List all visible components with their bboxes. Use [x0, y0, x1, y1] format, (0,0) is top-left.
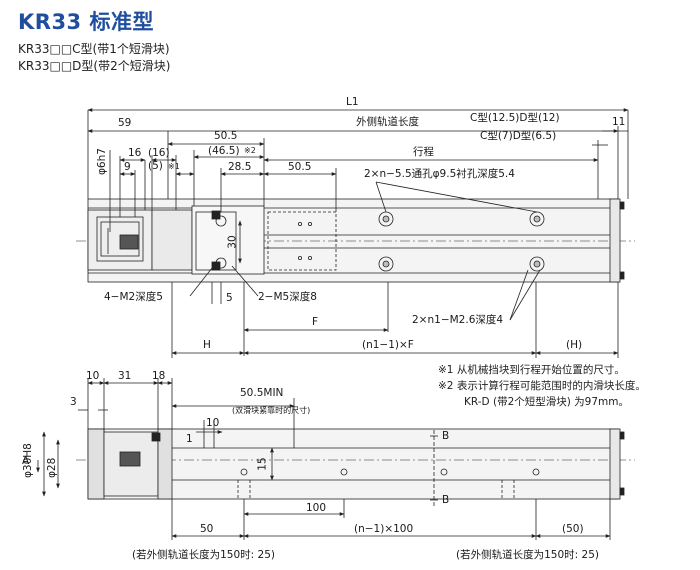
dim-n100: (n−1)×100 — [354, 523, 414, 535]
dim-phi28: φ28 — [46, 457, 58, 478]
section-B-top: B — [442, 430, 450, 442]
footnote-left: (若外侧轨道长度为150时: 25) — [132, 549, 275, 561]
dim-phi30: φ30H8 — [22, 443, 34, 478]
dim-stroke: 行程 — [413, 146, 434, 158]
dim-H: H — [203, 339, 211, 351]
dim-50-5min: 50.5MIN — [240, 387, 284, 399]
dim-50: 50 — [200, 523, 214, 535]
dim-L1: L1 — [346, 96, 359, 108]
dim-9: 9 — [124, 161, 131, 173]
dim-30: 30 — [226, 235, 239, 249]
front-view-body — [87, 428, 619, 500]
footnote-right: (若外侧轨道长度为150时: 25) — [456, 549, 599, 561]
note-3: KR-D (带2个短型滑块) 为97mm。 — [464, 396, 629, 408]
dim-1: 1 — [186, 433, 193, 445]
holes-note: 2×n−5.5通孔φ9.5衬孔深度5.4 — [364, 168, 515, 180]
mark-1: ※1 — [168, 162, 180, 171]
dim-16: 16 — [128, 147, 142, 159]
dim-phi6h7: φ6h7 — [96, 148, 108, 175]
dim-28-5: 28.5 — [228, 161, 252, 173]
variant-d-label: KR33□□D型(带2个短滑块) — [18, 59, 171, 73]
dim-50p: (50) — [562, 523, 584, 535]
dim-46-5: (46.5) — [208, 145, 240, 157]
dim-10b: 10 — [206, 417, 220, 429]
dim-5: 5 — [226, 292, 233, 304]
dim-Hp: (H) — [566, 339, 583, 351]
dim-F: F — [312, 316, 319, 328]
dim-100: 100 — [306, 502, 327, 514]
dim-18: 18 — [152, 370, 166, 382]
dim-outer-rail: 外侧轨道长度 — [356, 116, 419, 128]
slider-1 — [191, 205, 265, 275]
note-2: ※2 表示计算行程可能范围时的内滑块长度。 — [438, 380, 646, 392]
dim-c7: C型(7)D型(6.5) — [480, 130, 557, 142]
dim-5p: (5) — [148, 160, 163, 172]
mark-2: ※2 — [244, 146, 256, 155]
dim-min-note: (双滑块紧靠时的尺寸) — [232, 406, 311, 415]
dim-59: 59 — [118, 117, 132, 129]
dim-15: 15 — [256, 457, 269, 471]
dim-10: 10 — [86, 370, 100, 382]
m2-note: 4−M2深度5 — [104, 291, 163, 303]
dim-n1F: (n1−1)×F — [362, 339, 414, 351]
dim-3: 3 — [70, 396, 77, 408]
dim-50-5-a: 50.5 — [214, 130, 238, 142]
dim-A: A — [22, 455, 30, 467]
dim-31: 31 — [118, 370, 132, 382]
dim-16p: (16) — [148, 147, 170, 159]
dim-c12-5: C型(12.5)D型(12) — [470, 112, 560, 124]
note-1: ※1 从机械挡块到行程开始位置的尺寸。 — [438, 364, 625, 376]
dim-50-5-b: 50.5 — [288, 161, 312, 173]
dim-11: 11 — [612, 116, 626, 128]
page-title: KR33 标准型 — [18, 10, 154, 34]
m5-note: 2−M5深度8 — [258, 291, 317, 303]
variant-c-label: KR33□□C型(带1个短滑块) — [18, 42, 170, 56]
section-B-bottom: B — [442, 494, 450, 506]
m2-6-note: 2×n1−M2.6深度4 — [412, 314, 504, 326]
